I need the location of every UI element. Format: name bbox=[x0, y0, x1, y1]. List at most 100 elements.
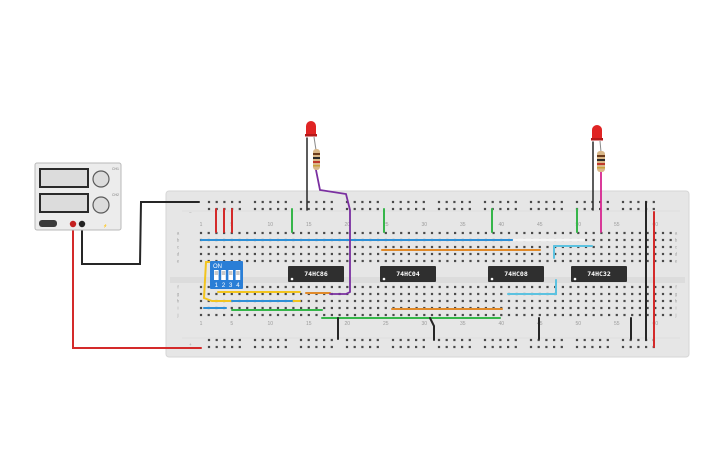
breadboard-hole[interactable] bbox=[561, 285, 564, 289]
breadboard-hole[interactable] bbox=[376, 345, 379, 349]
breadboard-hole[interactable] bbox=[584, 252, 588, 256]
breadboard-hole[interactable] bbox=[445, 345, 448, 349]
breadboard-hole[interactable] bbox=[323, 245, 326, 249]
breadboard-hole[interactable] bbox=[477, 313, 480, 317]
breadboard-hole[interactable] bbox=[623, 252, 626, 256]
breadboard-hole[interactable] bbox=[376, 207, 379, 211]
breadboard-hole[interactable] bbox=[238, 292, 241, 296]
breadboard-hole[interactable] bbox=[529, 338, 533, 342]
breadboard-hole[interactable] bbox=[346, 299, 349, 303]
breadboard-hole[interactable] bbox=[253, 338, 257, 342]
breadboard-hole[interactable] bbox=[223, 245, 226, 249]
breadboard-hole[interactable] bbox=[560, 200, 563, 204]
breadboard-hole[interactable] bbox=[361, 207, 364, 211]
breadboard-hole[interactable] bbox=[430, 313, 434, 317]
breadboard-hole[interactable] bbox=[621, 338, 625, 342]
breadboard-hole[interactable] bbox=[238, 231, 241, 235]
breadboard-hole[interactable] bbox=[346, 285, 349, 289]
breadboard-hole[interactable] bbox=[323, 231, 326, 235]
breadboard-hole[interactable] bbox=[469, 259, 472, 263]
breadboard-hole[interactable] bbox=[646, 245, 649, 249]
breadboard-hole[interactable] bbox=[423, 313, 426, 317]
breadboard-hole[interactable] bbox=[553, 200, 556, 204]
dip-switch-toggle-2[interactable] bbox=[221, 271, 226, 275]
breadboard-hole[interactable] bbox=[461, 345, 464, 349]
breadboard-hole[interactable] bbox=[654, 238, 657, 242]
breadboard-hole[interactable] bbox=[477, 231, 480, 235]
breadboard-hole[interactable] bbox=[584, 299, 588, 303]
breadboard-hole[interactable] bbox=[661, 306, 665, 310]
breadboard-hole[interactable] bbox=[600, 292, 603, 296]
breadboard-hole[interactable] bbox=[606, 207, 609, 211]
breadboard-hole[interactable] bbox=[669, 313, 672, 317]
breadboard-hole[interactable] bbox=[199, 306, 203, 310]
breadboard-hole[interactable] bbox=[353, 299, 357, 303]
breadboard-hole[interactable] bbox=[330, 285, 333, 289]
breadboard-hole[interactable] bbox=[637, 338, 640, 342]
breadboard-hole[interactable] bbox=[223, 338, 226, 342]
breadboard-hole[interactable] bbox=[323, 285, 326, 289]
breadboard-hole[interactable] bbox=[307, 313, 310, 317]
breadboard-hole[interactable] bbox=[523, 231, 526, 235]
breadboard-hole[interactable] bbox=[661, 252, 665, 256]
breadboard-hole[interactable] bbox=[407, 345, 410, 349]
breadboard-hole[interactable] bbox=[369, 306, 372, 310]
breadboard-hole[interactable] bbox=[569, 285, 572, 289]
breadboard-hole[interactable] bbox=[392, 313, 395, 317]
breadboard-hole[interactable] bbox=[469, 245, 472, 249]
breadboard-hole[interactable] bbox=[261, 245, 264, 249]
breadboard-hole[interactable] bbox=[307, 252, 310, 256]
breadboard-hole[interactable] bbox=[638, 299, 641, 303]
breadboard-hole[interactable] bbox=[606, 200, 609, 204]
breadboard-hole[interactable] bbox=[307, 231, 310, 235]
breadboard-hole[interactable] bbox=[246, 259, 249, 263]
breadboard-hole[interactable] bbox=[446, 292, 449, 296]
breadboard-hole[interactable] bbox=[638, 259, 641, 263]
breadboard-hole[interactable] bbox=[445, 200, 448, 204]
breadboard-hole[interactable] bbox=[545, 207, 548, 211]
breadboard-hole[interactable] bbox=[608, 313, 611, 317]
breadboard-hole[interactable] bbox=[615, 252, 618, 256]
breadboard-hole[interactable] bbox=[621, 207, 625, 211]
breadboard-hole[interactable] bbox=[400, 313, 403, 317]
breadboard-hole[interactable] bbox=[338, 252, 341, 256]
breadboard-hole[interactable] bbox=[484, 299, 487, 303]
breadboard-hole[interactable] bbox=[223, 252, 226, 256]
psu-terminal-positive[interactable] bbox=[69, 220, 77, 228]
breadboard-hole[interactable] bbox=[615, 231, 618, 235]
breadboard-hole[interactable] bbox=[330, 313, 333, 317]
breadboard-hole[interactable] bbox=[300, 285, 303, 289]
breadboard-hole[interactable] bbox=[654, 259, 657, 263]
breadboard-hole[interactable] bbox=[353, 285, 357, 289]
breadboard-hole[interactable] bbox=[269, 231, 272, 235]
breadboard-hole[interactable] bbox=[391, 345, 395, 349]
breadboard-hole[interactable] bbox=[577, 252, 580, 256]
breadboard-hole[interactable] bbox=[231, 338, 234, 342]
breadboard-hole[interactable] bbox=[392, 252, 395, 256]
breadboard-hole[interactable] bbox=[577, 292, 580, 296]
breadboard-hole[interactable] bbox=[583, 200, 586, 204]
breadboard-hole[interactable] bbox=[638, 252, 641, 256]
breadboard-hole[interactable] bbox=[623, 231, 626, 235]
breadboard-hole[interactable] bbox=[492, 285, 495, 289]
breadboard-hole[interactable] bbox=[554, 313, 557, 317]
breadboard-hole[interactable] bbox=[361, 338, 364, 342]
breadboard-hole[interactable] bbox=[269, 200, 272, 204]
breadboard-hole[interactable] bbox=[430, 231, 434, 235]
breadboard-hole[interactable] bbox=[415, 259, 418, 263]
breadboard-hole[interactable] bbox=[438, 299, 441, 303]
breadboard-hole[interactable] bbox=[399, 207, 402, 211]
breadboard-hole[interactable] bbox=[346, 313, 349, 317]
breadboard-hole[interactable] bbox=[523, 299, 526, 303]
breadboard-hole[interactable] bbox=[592, 313, 595, 317]
breadboard-hole[interactable] bbox=[507, 207, 510, 211]
breadboard-hole[interactable] bbox=[538, 259, 541, 263]
breadboard-hole[interactable] bbox=[584, 306, 588, 310]
breadboard-hole[interactable] bbox=[307, 299, 310, 303]
breadboard-hole[interactable] bbox=[654, 231, 657, 235]
breadboard-hole[interactable] bbox=[369, 345, 372, 349]
breadboard-hole[interactable] bbox=[253, 245, 256, 249]
breadboard-hole[interactable] bbox=[554, 259, 557, 263]
breadboard-hole[interactable] bbox=[415, 292, 418, 296]
breadboard-hole[interactable] bbox=[638, 238, 641, 242]
